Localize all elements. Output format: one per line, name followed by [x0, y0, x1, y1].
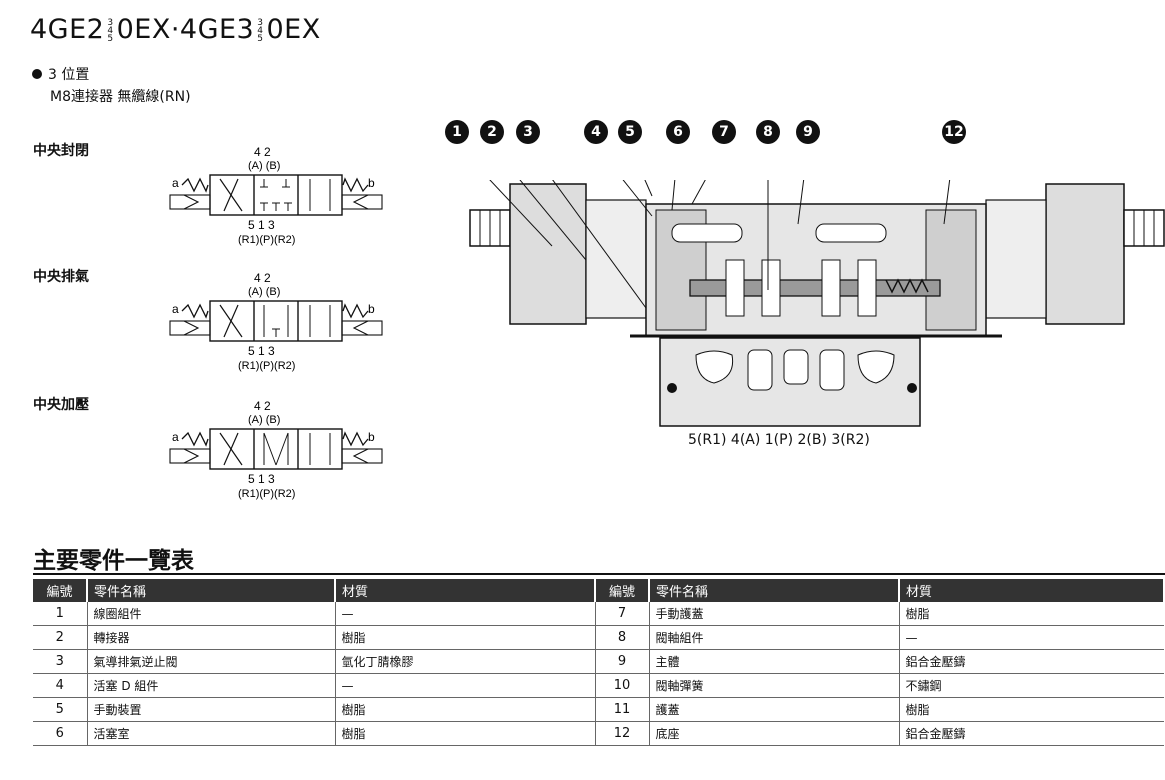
symbol-bottom-ports: (R1)(P)(R2) — [238, 488, 295, 500]
circuit-label-closed: 中央封閉 — [33, 143, 89, 159]
col-header-material: 材質 — [335, 579, 596, 602]
part-number: 6 — [33, 721, 88, 746]
part-material: 樹脂 — [899, 602, 1164, 626]
symbol-bottom-numbers: 5 1 3 — [248, 218, 275, 232]
callout-9: 9 — [796, 120, 820, 144]
symbol-bottom-ports: (R1)(P)(R2) — [238, 360, 295, 372]
symbol-top-numbers: 4 2 — [254, 145, 271, 159]
part-material: 樹脂 — [899, 697, 1164, 722]
part-name: 主體 — [649, 649, 900, 674]
valve-symbol-closed: 4 2 (A) (B) a b 5 1 3 (R1)(P)(R2) — [168, 143, 383, 255]
callout-6: 6 — [666, 120, 690, 144]
part-name: 閥軸組件 — [649, 625, 900, 650]
table-row: 2 轉接器 樹脂 8 閥軸組件 — — [33, 625, 1164, 650]
col-header-number: 編號 — [33, 579, 88, 602]
symbol-right-label: b — [368, 430, 375, 444]
part-name: 氣導排氣逆止閥 — [87, 649, 336, 674]
symbol-left-label: a — [172, 302, 179, 316]
table-row: 3 氣導排氣逆止閥 氫化丁腈橡膠 9 主體 鋁合金壓鑄 — [33, 649, 1164, 674]
valve-symbol-pressure: 4 2 (A) (B) a b 5 1 3 (R1)(P)(R2) — [168, 397, 383, 509]
part-name: 線圈組件 — [87, 602, 336, 626]
part-material: 氫化丁腈橡膠 — [335, 649, 596, 674]
part-material: — — [335, 602, 596, 626]
callout-7: 7 — [712, 120, 736, 144]
connector-subtitle: M8連接器 無纜線(RN) — [50, 89, 191, 105]
part-number: 8 — [595, 625, 650, 650]
port-labels: 5(R1) 4(A) 1(P) 2(B) 3(R2) — [688, 432, 870, 448]
col-header-material: 材質 — [899, 579, 1165, 602]
part-material: 樹脂 — [335, 697, 596, 722]
table-row: 5 手動裝置 樹脂 11 護蓋 樹脂 — [33, 697, 1164, 722]
part-number: 10 — [595, 673, 650, 698]
part-number: 5 — [33, 697, 88, 722]
callout-2: 2 — [480, 120, 504, 144]
part-material: 樹脂 — [335, 721, 596, 746]
part-name: 護蓋 — [649, 697, 900, 722]
part-material: — — [335, 673, 596, 698]
callout-3: 3 — [516, 120, 540, 144]
position-bullet: 3 位置 — [32, 64, 89, 84]
col-header-name: 零件名稱 — [87, 579, 336, 602]
part-number: 1 — [33, 602, 88, 626]
part-name: 活塞 D 組件 — [87, 673, 336, 698]
symbol-top-ports: (A) (B) — [248, 160, 280, 172]
callout-4: 4 — [584, 120, 608, 144]
part-name: 手動護蓋 — [649, 602, 900, 626]
part-material: 樹脂 — [335, 625, 596, 650]
callout-12: 12 — [942, 120, 966, 144]
symbol-top-numbers: 4 2 — [254, 271, 271, 285]
part-material: 鋁合金壓鑄 — [899, 649, 1164, 674]
part-name: 活塞室 — [87, 721, 336, 746]
valve-symbol-exhaust: 4 2 (A) (B) a b 5 1 3 (R1)(P)(R2) — [168, 269, 383, 381]
symbol-right-label: b — [368, 302, 375, 316]
table-header-row: 編號 零件名稱 材質 編號 零件名稱 材質 — [33, 579, 1165, 602]
part-material: — — [899, 625, 1164, 650]
symbol-top-numbers: 4 2 — [254, 399, 271, 413]
part-number: 4 — [33, 673, 88, 698]
bullet-icon — [32, 69, 42, 79]
valve-cross-section — [457, 145, 1165, 434]
part-number: 7 — [595, 602, 650, 626]
part-number: 2 — [33, 625, 88, 650]
symbol-bottom-numbers: 5 1 3 — [248, 472, 275, 486]
part-number: 9 — [595, 649, 650, 674]
section-rule — [33, 573, 1165, 575]
part-number: 3 — [33, 649, 88, 674]
symbol-top-ports: (A) (B) — [248, 414, 280, 426]
col-header-name: 零件名稱 — [649, 579, 900, 602]
part-material: 鋁合金壓鑄 — [899, 721, 1164, 746]
circuit-label-pressure: 中央加壓 — [33, 397, 89, 413]
symbol-bottom-ports: (R1)(P)(R2) — [238, 234, 295, 246]
callout-1: 1 — [445, 120, 469, 144]
parts-list-title: 主要零件一覽表 — [33, 548, 194, 574]
table-row: 1 線圈組件 — 7 手動護蓋 樹脂 — [33, 602, 1164, 626]
table-row: 6 活塞室 樹脂 12 底座 鋁合金壓鑄 — [33, 721, 1164, 746]
symbol-right-label: b — [368, 176, 375, 190]
parts-table: 編號 零件名稱 材質 編號 零件名稱 材質 1 線圈組件 — 7 手動護蓋 樹脂… — [33, 579, 1165, 746]
circuit-label-exhaust: 中央排氣 — [33, 269, 89, 285]
part-material: 不鏽鋼 — [899, 673, 1164, 698]
part-name: 轉接器 — [87, 625, 336, 650]
symbol-top-ports: (A) (B) — [248, 286, 280, 298]
part-name: 底座 — [649, 721, 900, 746]
table-row: 4 活塞 D 組件 — 10 閥軸彈簧 不鏽鋼 — [33, 673, 1164, 698]
symbol-left-label: a — [172, 176, 179, 190]
part-name: 閥軸彈簧 — [649, 673, 900, 698]
symbol-left-label: a — [172, 430, 179, 444]
part-number: 12 — [595, 721, 650, 746]
callout-8: 8 — [756, 120, 780, 144]
part-name: 手動裝置 — [87, 697, 336, 722]
col-header-number: 編號 — [595, 579, 650, 602]
callout-5: 5 — [618, 120, 642, 144]
symbol-bottom-numbers: 5 1 3 — [248, 344, 275, 358]
part-number: 11 — [595, 697, 650, 722]
